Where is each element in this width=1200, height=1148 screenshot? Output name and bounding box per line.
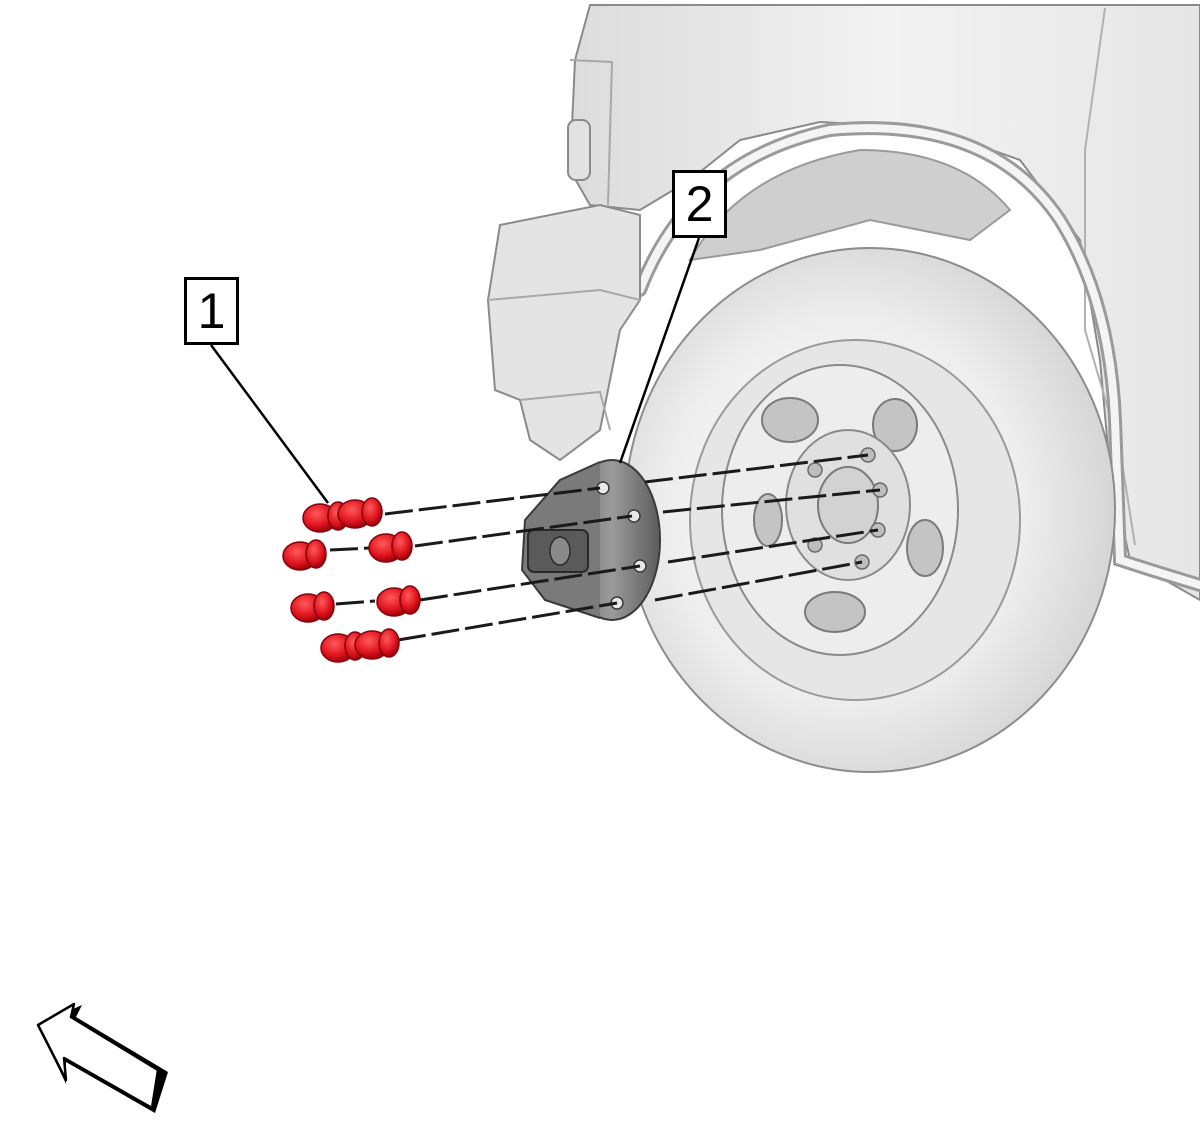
callout-label-2: 2	[672, 170, 727, 238]
front-direction-arrow-icon	[36, 1002, 168, 1113]
wheel-nut	[354, 628, 400, 660]
wheel-nut	[368, 531, 413, 563]
callout-number-2: 2	[685, 176, 714, 232]
wheel-nut	[376, 585, 421, 617]
wheel-nuts	[282, 497, 421, 663]
wheel-nut	[290, 591, 335, 623]
hub-cap	[520, 459, 661, 621]
leader-line-2	[618, 237, 701, 464]
callout-label-1: 1	[184, 277, 239, 345]
rear-wheel	[624, 247, 1116, 773]
leader-line-1	[209, 344, 330, 504]
vehicle-body	[486, 4, 1200, 602]
alignment-lines	[329, 453, 881, 642]
wheel-nut	[282, 539, 327, 571]
wheel-nut	[337, 497, 383, 529]
leader-lines	[209, 237, 701, 504]
callout-number-1: 1	[197, 283, 226, 339]
